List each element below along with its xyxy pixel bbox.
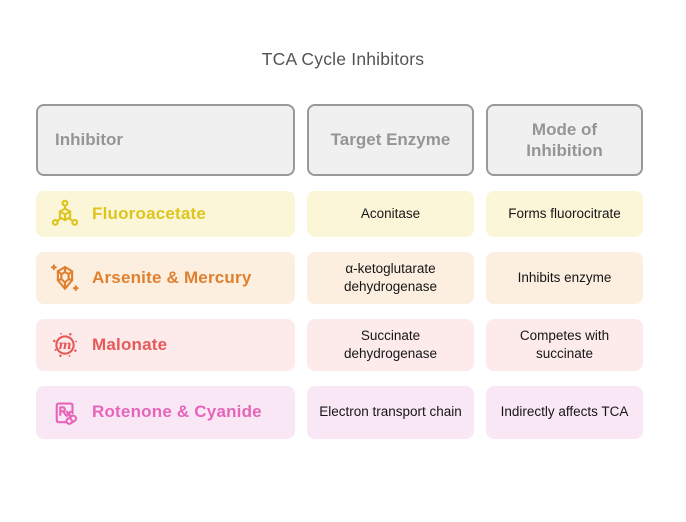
inhibitor-label: Malonate bbox=[92, 334, 168, 354]
inhibitor-cell: Rotenone & Cyanide bbox=[36, 386, 295, 439]
column-header-inhibitor-label: Inhibitor bbox=[55, 130, 123, 150]
mode-of-inhibition-text: Forms fluorocitrate bbox=[508, 205, 621, 221]
rx-pill-icon bbox=[49, 397, 81, 429]
column-header-inhibitor: Inhibitor bbox=[36, 104, 295, 176]
target-enzyme-cell: α-ketoglutarate dehydrogenase bbox=[307, 252, 474, 304]
page-title: TCA Cycle Inhibitors bbox=[261, 49, 425, 69]
svg-text:m: m bbox=[58, 337, 71, 352]
inhibitor-label: Fluoroacetate bbox=[92, 203, 207, 223]
inhibitor-label: Rotenone & Cyanide bbox=[92, 402, 262, 422]
column-header-mode-of-inhibition-label: Mode of Inhibition bbox=[526, 119, 603, 160]
inhibitor-cell: Arsenite & Mercury bbox=[36, 252, 295, 304]
inhibitor-cell: Fluoroacetate bbox=[36, 191, 295, 237]
mode-of-inhibition-text: Inhibits enzyme bbox=[517, 269, 612, 285]
microbe-icon: m bbox=[49, 329, 81, 361]
molecule-icon bbox=[49, 198, 81, 230]
inhibitor-cell: m Malonate bbox=[36, 319, 295, 371]
column-header-target-enzyme-label: Target Enzyme bbox=[330, 130, 451, 150]
target-enzyme-cell: Electron transport chain bbox=[307, 386, 474, 439]
gem-icon bbox=[49, 262, 81, 294]
mode-of-inhibition-cell: Indirectly affects TCA bbox=[486, 386, 643, 439]
inhibitors-table: Inhibitor Target Enzyme Mode of Inhibiti… bbox=[36, 104, 643, 439]
mode-of-inhibition-text: Indirectly affects TCA bbox=[500, 404, 629, 420]
mode-of-inhibition-text: Competes with succinate bbox=[519, 327, 610, 361]
target-enzyme-text: α-ketoglutarate dehydrogenase bbox=[343, 260, 438, 294]
mode-of-inhibition-cell: Inhibits enzyme bbox=[486, 252, 643, 304]
mode-of-inhibition-cell: Forms fluorocitrate bbox=[486, 191, 643, 237]
target-enzyme-cell: Succinate dehydrogenase bbox=[307, 319, 474, 371]
column-header-mode-of-inhibition: Mode of Inhibition bbox=[486, 104, 643, 176]
mode-of-inhibition-cell: Competes with succinate bbox=[486, 319, 643, 371]
column-header-target-enzyme: Target Enzyme bbox=[307, 104, 474, 176]
target-enzyme-text: Electron transport chain bbox=[319, 404, 462, 420]
target-enzyme-text: Succinate dehydrogenase bbox=[343, 327, 438, 361]
inhibitor-label: Arsenite & Mercury bbox=[92, 267, 252, 287]
target-enzyme-cell: Aconitase bbox=[307, 191, 474, 237]
target-enzyme-text: Aconitase bbox=[360, 205, 421, 221]
